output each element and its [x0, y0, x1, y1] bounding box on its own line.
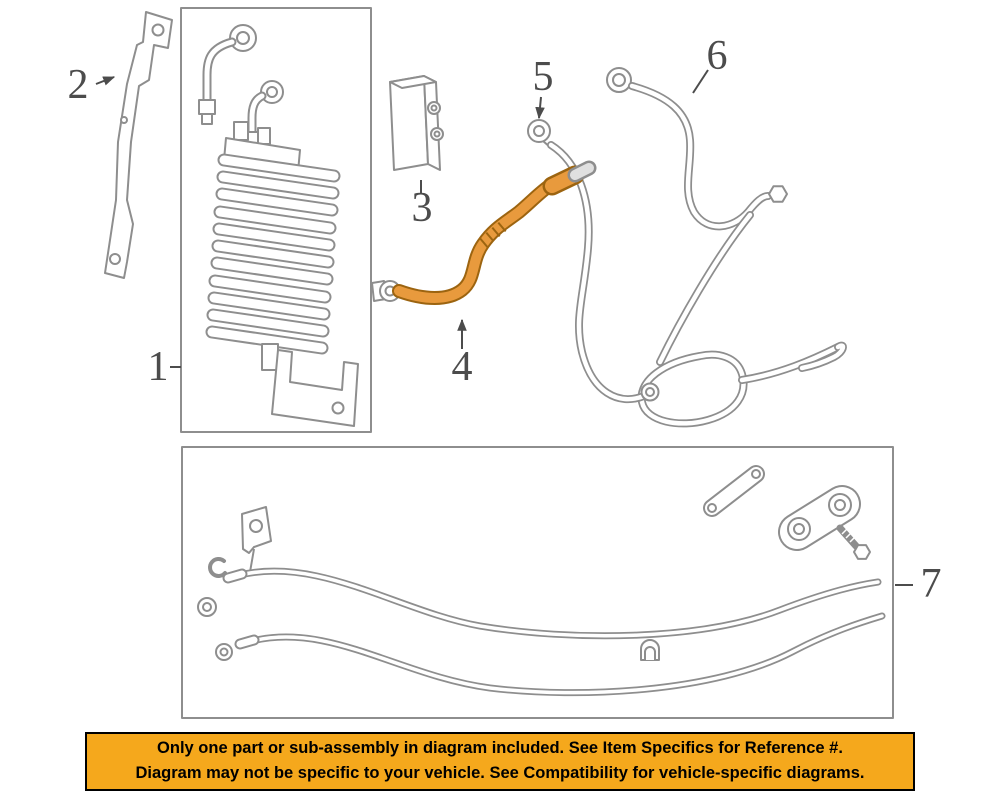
- bolt: [836, 524, 871, 560]
- part-label-4: 4: [451, 344, 473, 390]
- mounting-bracket-part: [104, 11, 173, 279]
- part-label-2: 2: [67, 62, 89, 108]
- hose-with-grommet-part: [527, 119, 660, 404]
- leader-lines: [95, 69, 913, 586]
- disclaimer-banner: Only one part or sub-assembly in diagram…: [85, 732, 915, 791]
- part-label-1: 1: [147, 344, 169, 390]
- adapter-block-part: [389, 75, 444, 171]
- part-label-6: 6: [706, 33, 728, 79]
- part-label-3: 3: [411, 185, 433, 231]
- oil-cooler-assembly: [180, 7, 372, 433]
- cooler-lower-bracket: [261, 343, 359, 427]
- cooler-core: [205, 121, 341, 355]
- part-label-5: 5: [532, 54, 554, 100]
- highlighted-hose-part: [371, 160, 597, 305]
- disclaimer-line-1: Only one part or sub-assembly in diagram…: [157, 739, 843, 758]
- cooler-inlet-tube: [198, 24, 257, 125]
- cooler-pipe-assembly: [606, 67, 847, 428]
- part-label-7: 7: [920, 561, 942, 607]
- tube-lines-assembly: [181, 446, 894, 719]
- disclaimer-line-2: Diagram may not be specific to your vehi…: [135, 764, 865, 782]
